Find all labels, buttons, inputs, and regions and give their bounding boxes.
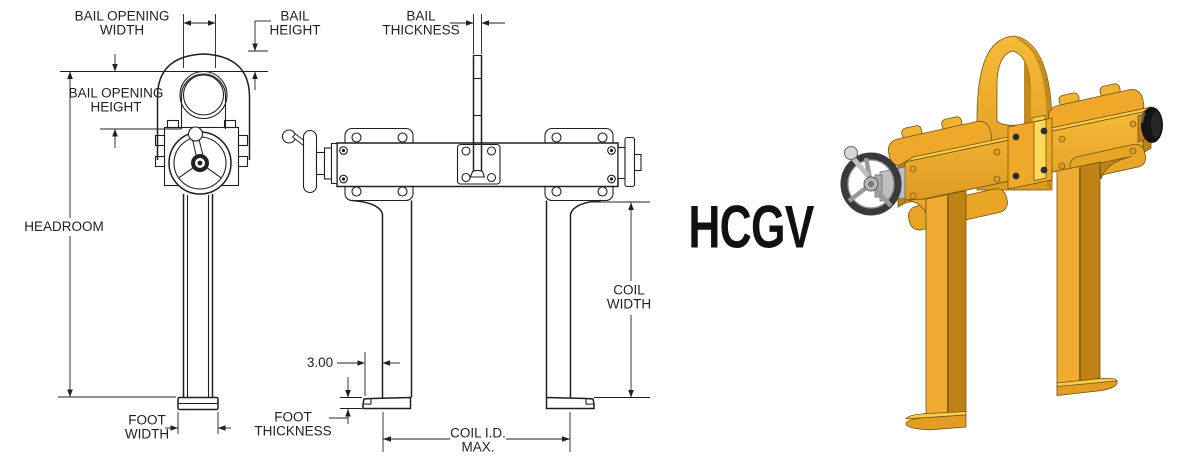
dim-label-headroom: HEADROOM: [24, 218, 104, 234]
dim-label-coil-id-max: COIL I.D. MAX.: [450, 425, 506, 455]
front-view: [281, 14, 650, 452]
dim-label-coil-width: COIL WIDTH: [606, 282, 652, 312]
side-view: [58, 14, 271, 434]
dim-label-foot-width: FOOT WIDTH: [124, 412, 170, 442]
dim-label-bail-height: BAIL HEIGHT: [269, 8, 321, 38]
dim-label-bail-opening-width: BAIL OPENING WIDTH: [74, 8, 170, 38]
dim-label-bail-thickness: BAIL THICKNESS: [382, 8, 460, 38]
iso-3d-render: [840, 35, 1163, 431]
dim-label-bail-opening-height: BAIL OPENING HEIGHT: [68, 85, 164, 115]
dim-label-foot-thickness: FOOT THICKNESS: [254, 409, 332, 439]
dim-label-foot-extension: 3.00: [306, 354, 334, 370]
model-name: HCGV: [688, 193, 814, 261]
